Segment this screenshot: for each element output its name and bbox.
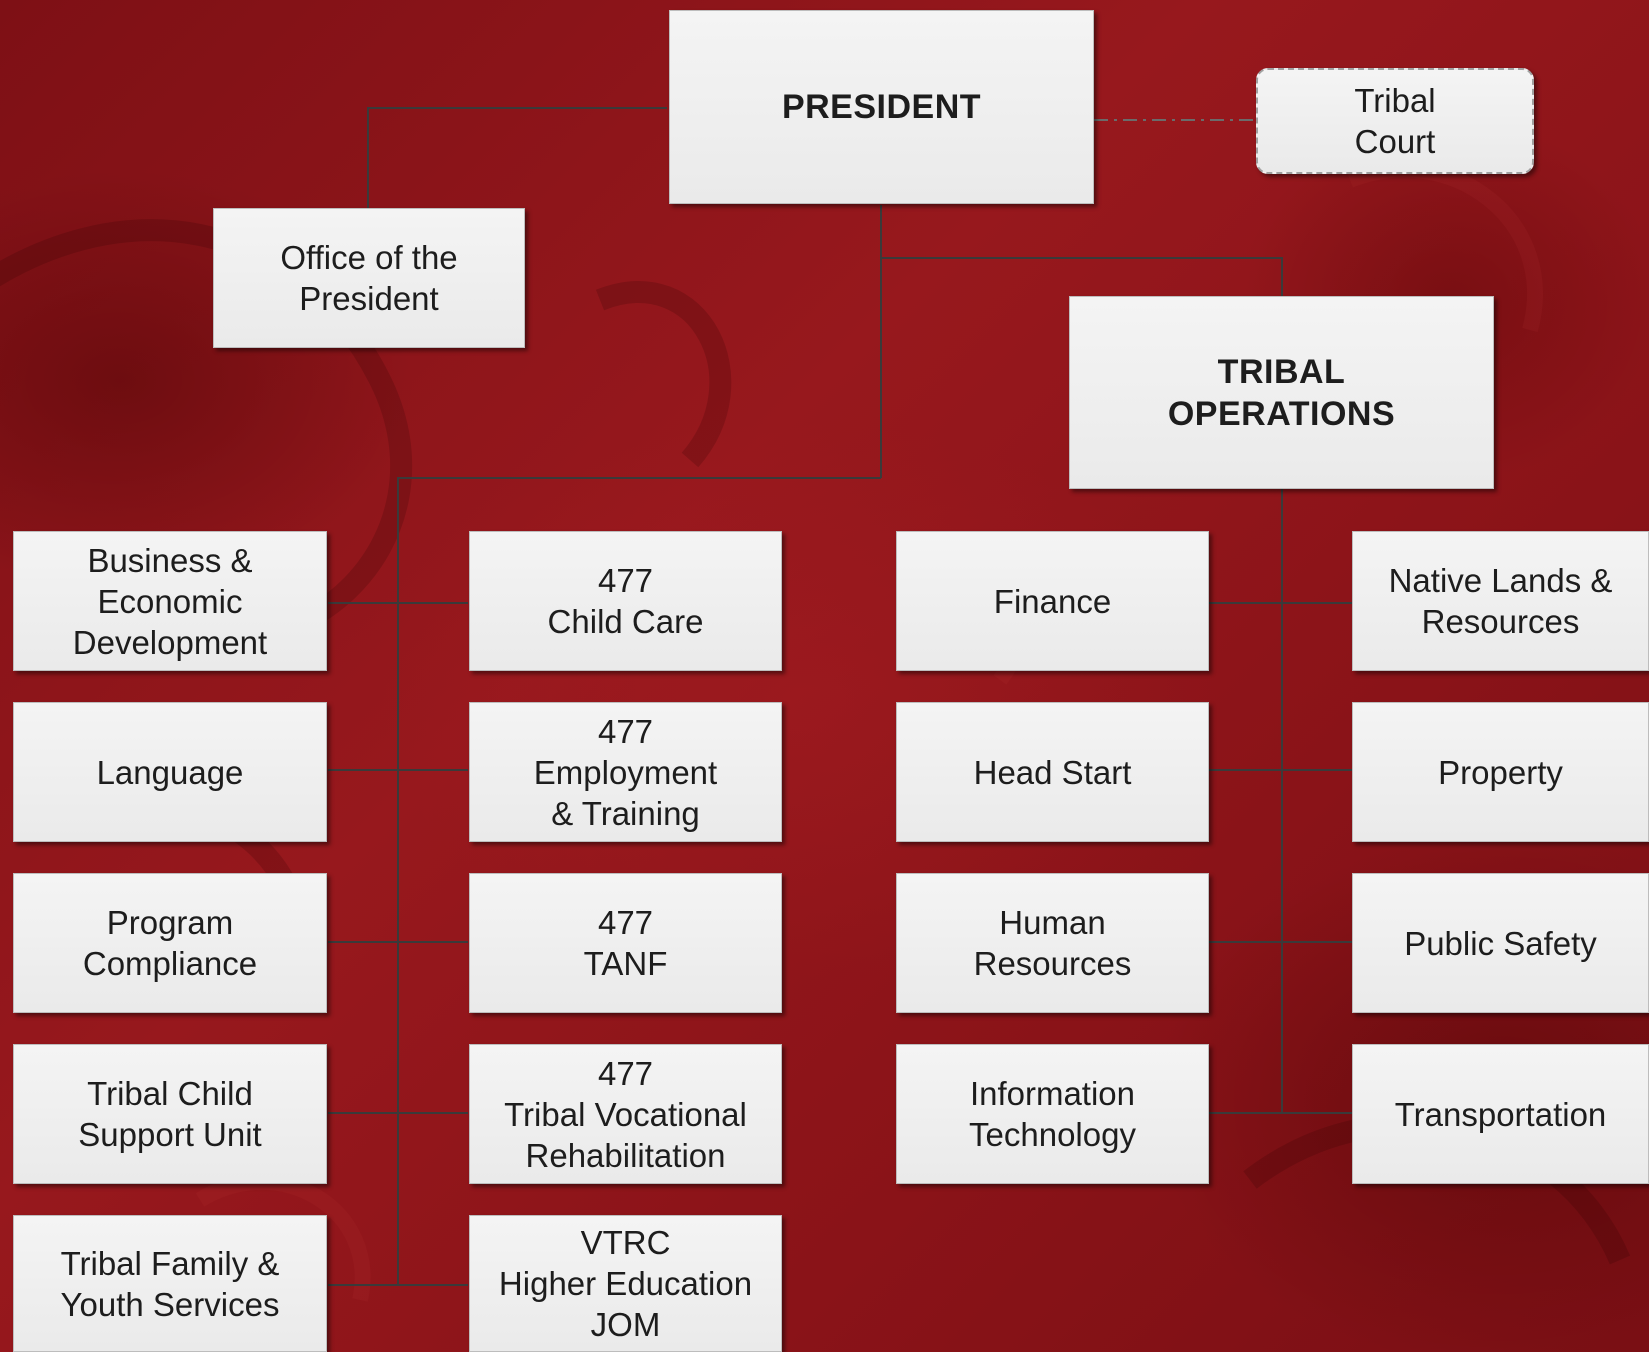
dept-box-477-child-care: 477 Child Care [469, 531, 782, 671]
dept-box-tribal-family-youth-services: Tribal Family & Youth Services [13, 1215, 327, 1352]
president-box: PRESIDENT [669, 10, 1094, 204]
dept-box-program-compliance: Program Compliance [13, 873, 327, 1013]
dept-box-language: Language [13, 702, 327, 842]
dept-box-477-tribal-vocational-rehabilitation: 477 Tribal Vocational Rehabilitation [469, 1044, 782, 1184]
dept-box-human-resources: Human Resources [896, 873, 1209, 1013]
dept-box-business-economic-development: Business & Economic Development [13, 531, 327, 671]
dept-box-native-lands-resources: Native Lands & Resources [1352, 531, 1649, 671]
dept-box-477-tanf: 477 TANF [469, 873, 782, 1013]
dept-box-tribal-child-support-unit: Tribal Child Support Unit [13, 1044, 327, 1184]
dept-box-477-employment-training: 477 Employment & Training [469, 702, 782, 842]
tribal-operations-box: TRIBAL OPERATIONS [1069, 296, 1494, 489]
dept-box-vtrc-higher-education-jom: VTRC Higher Education JOM [469, 1215, 782, 1352]
dept-box-finance: Finance [896, 531, 1209, 671]
dept-box-transportation: Transportation [1352, 1044, 1649, 1184]
dept-box-public-safety: Public Safety [1352, 873, 1649, 1013]
dept-box-property: Property [1352, 702, 1649, 842]
dept-box-head-start: Head Start [896, 702, 1209, 842]
dept-box-information-technology: Information Technology [896, 1044, 1209, 1184]
office-of-president-box: Office of the President [213, 208, 525, 348]
tribal-court-box: Tribal Court [1256, 68, 1534, 174]
